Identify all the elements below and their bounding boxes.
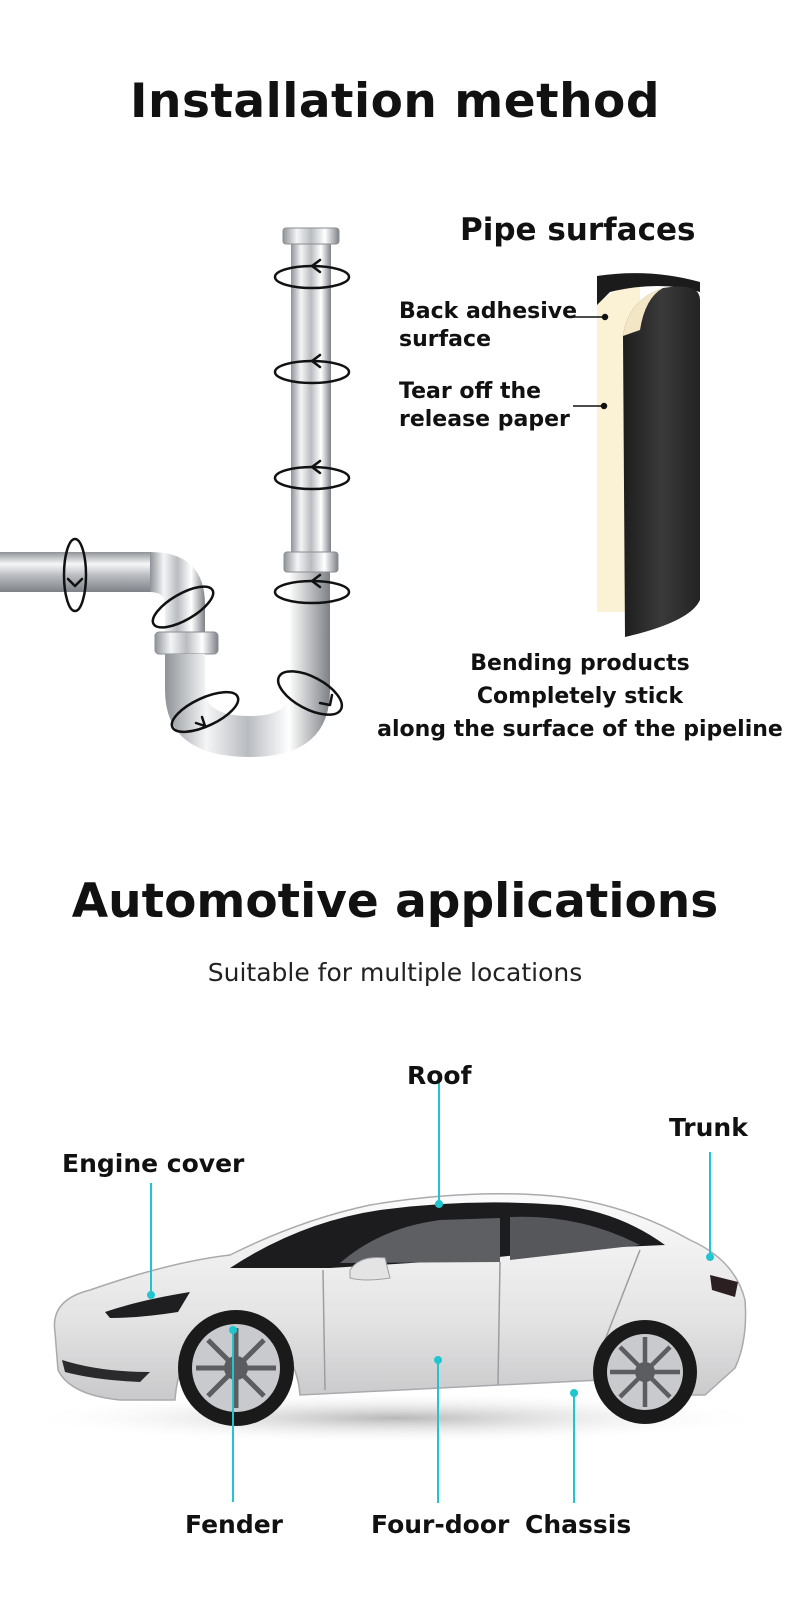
tear-off-label: Tear off the release paper: [399, 378, 570, 434]
car-callouts: [147, 1083, 714, 1503]
foam-callouts: [573, 313, 609, 410]
bending-line-1: Bending products: [470, 651, 690, 676]
pipe-illustration: [0, 227, 351, 757]
pipe-surfaces-heading: Pipe surfaces: [460, 212, 696, 248]
tear-off-line-2: release paper: [399, 407, 570, 432]
automotive-title: Automotive applications: [71, 874, 719, 929]
label-roof: Roof: [407, 1061, 472, 1090]
label-trunk: Trunk: [669, 1113, 748, 1142]
label-four-door: Four-door: [371, 1510, 510, 1539]
automotive-subtitle: Suitable for multiple locations: [207, 958, 583, 987]
label-engine-cover: Engine cover: [62, 1149, 245, 1178]
label-chassis: Chassis: [525, 1510, 632, 1539]
car-illustration: [20, 1193, 770, 1444]
tear-off-line-1: Tear off the: [399, 379, 542, 404]
installation-title: Installation method: [130, 74, 660, 129]
foam-product-illustration: [597, 273, 700, 637]
back-adhesive-line-1: Back adhesive: [399, 299, 578, 324]
back-adhesive-line-2: surface: [399, 327, 491, 352]
back-adhesive-label: Back adhesive surface: [399, 298, 577, 354]
bending-line-2: Completely stick: [476, 684, 684, 709]
label-fender: Fender: [185, 1510, 283, 1539]
bending-line-3: along the surface of the pipeline: [377, 717, 783, 742]
bending-caption: Bending products Completely stick along …: [370, 647, 790, 746]
